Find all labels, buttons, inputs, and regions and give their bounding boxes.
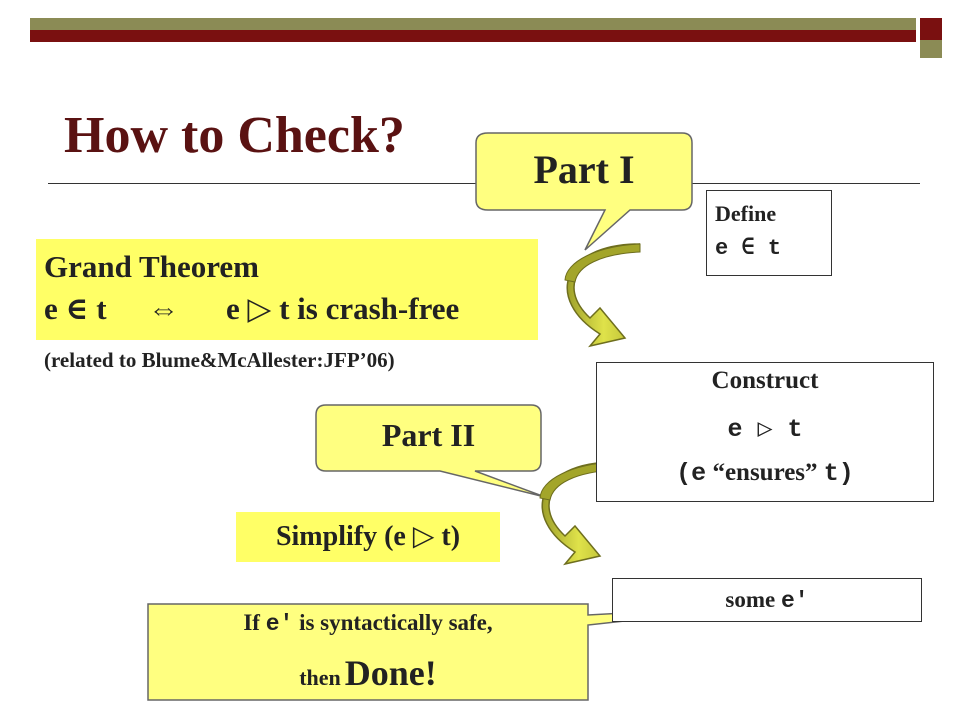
done-rest: is syntactically safe, xyxy=(299,610,493,635)
construct-ensures-open: (e xyxy=(676,459,707,488)
define-expression: e ∈ t xyxy=(715,236,782,261)
theorem-iff-symbol: ⇔ xyxy=(148,291,179,326)
part2-label: Part II xyxy=(381,417,476,453)
top-bar-maroon xyxy=(30,30,916,42)
theorem-rhs: e ▷ t is crash-free xyxy=(226,291,460,326)
corner-square-olive xyxy=(920,40,942,58)
some-code: e′ xyxy=(780,588,809,614)
grand-theorem-box: Grand Theorem e ∈ t ⇔ e ▷ t is crash-fre… xyxy=(36,239,538,340)
done-word: Done! xyxy=(344,653,437,693)
done-line2: then Done! xyxy=(148,652,588,694)
top-bar-olive xyxy=(30,18,916,30)
construct-box: Construct e ▷ t (e “ensures” t) xyxy=(596,362,934,502)
done-if: If xyxy=(243,610,260,635)
construct-label: Construct xyxy=(711,367,819,394)
define-box: Define e ∈ t xyxy=(706,190,832,276)
simplify-box: Simplify (e ▷ t) xyxy=(236,512,500,562)
theorem-heading: Grand Theorem xyxy=(44,249,260,284)
construct-ensures-line: (e “ensures” t) xyxy=(597,459,933,488)
curved-arrow-1 xyxy=(564,243,641,348)
corner-square-maroon xyxy=(920,18,942,40)
part1-callout-bubble xyxy=(475,132,693,251)
define-label: Define xyxy=(715,201,777,226)
some-word: some xyxy=(725,587,776,612)
done-line1: If e′ is syntactically safe, xyxy=(148,610,588,637)
slide-title: How to Check? xyxy=(64,107,405,164)
part1-label: Part I xyxy=(533,147,635,192)
theorem-reference: (related to Blume&McAllester:JFP’06) xyxy=(44,348,395,372)
some-result-box: some e′ xyxy=(612,578,922,622)
done-then: then xyxy=(299,665,341,690)
construct-expression: e ▷ t xyxy=(727,415,803,444)
construct-ensures-close: t) xyxy=(823,459,854,488)
construct-ensures-word: “ensures” xyxy=(712,459,818,486)
part2-callout-bubble xyxy=(315,404,546,498)
done-code: e′ xyxy=(265,611,294,637)
theorem-lhs: e ∈ t xyxy=(44,291,107,326)
